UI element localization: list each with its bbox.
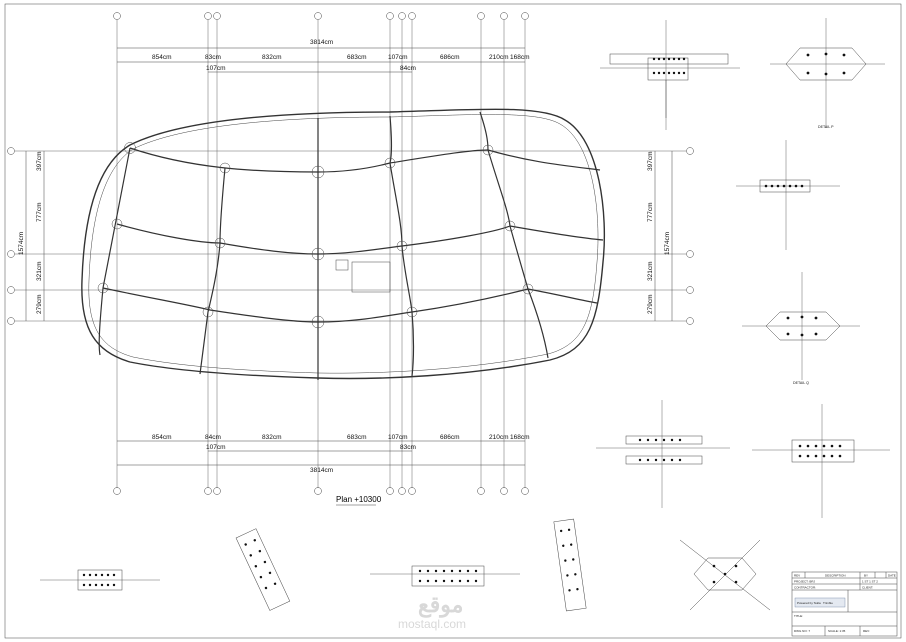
bottom-sub-dim-1: 107cm — [206, 444, 226, 451]
right-dim-1: 397cm — [647, 151, 654, 171]
left-dim-4: 279cm — [36, 294, 43, 314]
right-dim-3: 321cm — [647, 261, 654, 281]
trimble-logo-text: Trimble — [823, 601, 833, 605]
watermark-line-1: موقع — [418, 592, 463, 618]
detail-drawings: DETAIL P DETAIL Q — [40, 18, 890, 612]
bottom-dim-1: 854cm — [152, 434, 172, 441]
top-dim-2: 83cm — [205, 54, 221, 61]
bottom-dim-2: 84cm — [205, 434, 221, 441]
top-dim-5: 107cm — [388, 54, 408, 61]
grid-bubbles — [7, 12, 694, 495]
bottom-dim-7: 210cm — [489, 434, 509, 441]
detail-node-a — [600, 20, 740, 130]
top-dimension-chain: 3814cm 854cm 83cm 832cm 683cm 107cm 686c… — [117, 39, 530, 73]
top-overall-dim: 3814cm — [310, 39, 333, 46]
outer-ring-beam-inner — [88, 114, 599, 374]
top-dim-8: 168cm — [510, 54, 530, 61]
bottom-dim-5: 107cm — [388, 434, 408, 441]
top-dim-4: 683cm — [347, 54, 367, 61]
interior-beams — [98, 111, 604, 380]
bottom-sub-dim-2: 83cm — [400, 444, 416, 451]
tekla-logo-box — [794, 597, 846, 608]
main-plan: 3814cm 854cm 83cm 832cm 683cm 107cm 686c… — [7, 12, 694, 506]
detail-p: DETAIL P — [770, 18, 885, 129]
detail-bottom-2 — [235, 528, 291, 611]
horizontal-grid-lines — [15, 150, 686, 322]
bottom-dim-3: 832cm — [262, 434, 282, 441]
watermark: موقع mostaql.com — [398, 592, 466, 631]
watermark-line-2: mostaql.com — [398, 617, 466, 631]
detail-node-b — [736, 140, 840, 250]
detail-p-label: DETAIL P — [818, 125, 834, 129]
top-dim-1: 854cm — [152, 54, 172, 61]
title-client: CLIENT: — [862, 586, 873, 590]
title-title-label: TITLE: — [794, 614, 803, 618]
bottom-dim-6: 686cm — [440, 434, 460, 441]
detail-bottom-4 — [553, 518, 587, 612]
detail-bottom-5 — [679, 539, 771, 611]
title-date-col: DATE — [888, 574, 896, 578]
right-dimension-chain: 397cm 777cm 321cm 279cm 1574cm — [647, 151, 673, 321]
title-contractor: CONTRACTOR: — [794, 586, 816, 590]
title-block: REV DESCRIPTION BY DATE PROJECT: BRJ 1 S… — [791, 571, 898, 637]
top-dim-3: 832cm — [262, 54, 282, 61]
title-drwg-no: DWG NO: 7 — [794, 629, 810, 633]
detail-node-c — [596, 400, 730, 508]
title-sheet-code: 1 ST 1 ST 2 — [862, 580, 878, 584]
title-scale: SCALE: 1:35 — [828, 629, 846, 633]
top-dim-6: 686cm — [440, 54, 460, 61]
title-desc-col: DESCRIPTION — [825, 574, 846, 578]
node-connections — [97, 142, 534, 329]
right-dim-4: 279cm — [647, 294, 654, 314]
left-dimension-chain: 1574cm 397cm 777cm 321cm 279cm — [18, 151, 45, 321]
left-dim-1: 397cm — [36, 151, 43, 171]
detail-q: DETAIL Q — [742, 272, 860, 385]
top-sub-dim-2: 84cm — [400, 65, 416, 72]
left-overall-dim: 1574cm — [18, 232, 25, 255]
bottom-overall-dim: 3814cm — [310, 467, 333, 474]
bottom-dim-4: 683cm — [347, 434, 367, 441]
right-dim-2: 777cm — [647, 202, 654, 222]
title-by-col: BY — [864, 574, 868, 578]
sheet-border — [4, 3, 902, 639]
tekla-logo-text: Powered by Tekla — [797, 601, 821, 605]
bottom-dim-8: 168cm — [510, 434, 530, 441]
detail-bottom-1 — [40, 569, 160, 591]
left-dim-3: 321cm — [36, 261, 43, 281]
detail-q-label: DETAIL Q — [793, 381, 809, 385]
title-project: PROJECT: BRJ — [794, 580, 816, 584]
plan-title: Plan +10300 — [336, 495, 382, 504]
detail-node-d — [752, 404, 890, 518]
right-overall-dim: 1574cm — [664, 232, 671, 255]
title-rev: REV: — [863, 629, 870, 633]
top-dim-7: 210cm — [489, 54, 509, 61]
title-rev-col: REV — [794, 574, 800, 578]
detail-bottom-3 — [370, 565, 520, 587]
outer-ring-beam — [81, 108, 606, 380]
bottom-dimension-chain: 854cm 84cm 832cm 683cm 107cm 686cm 210cm… — [117, 434, 530, 474]
top-sub-dim-1: 107cm — [206, 65, 226, 72]
left-dim-2: 777cm — [36, 202, 43, 222]
